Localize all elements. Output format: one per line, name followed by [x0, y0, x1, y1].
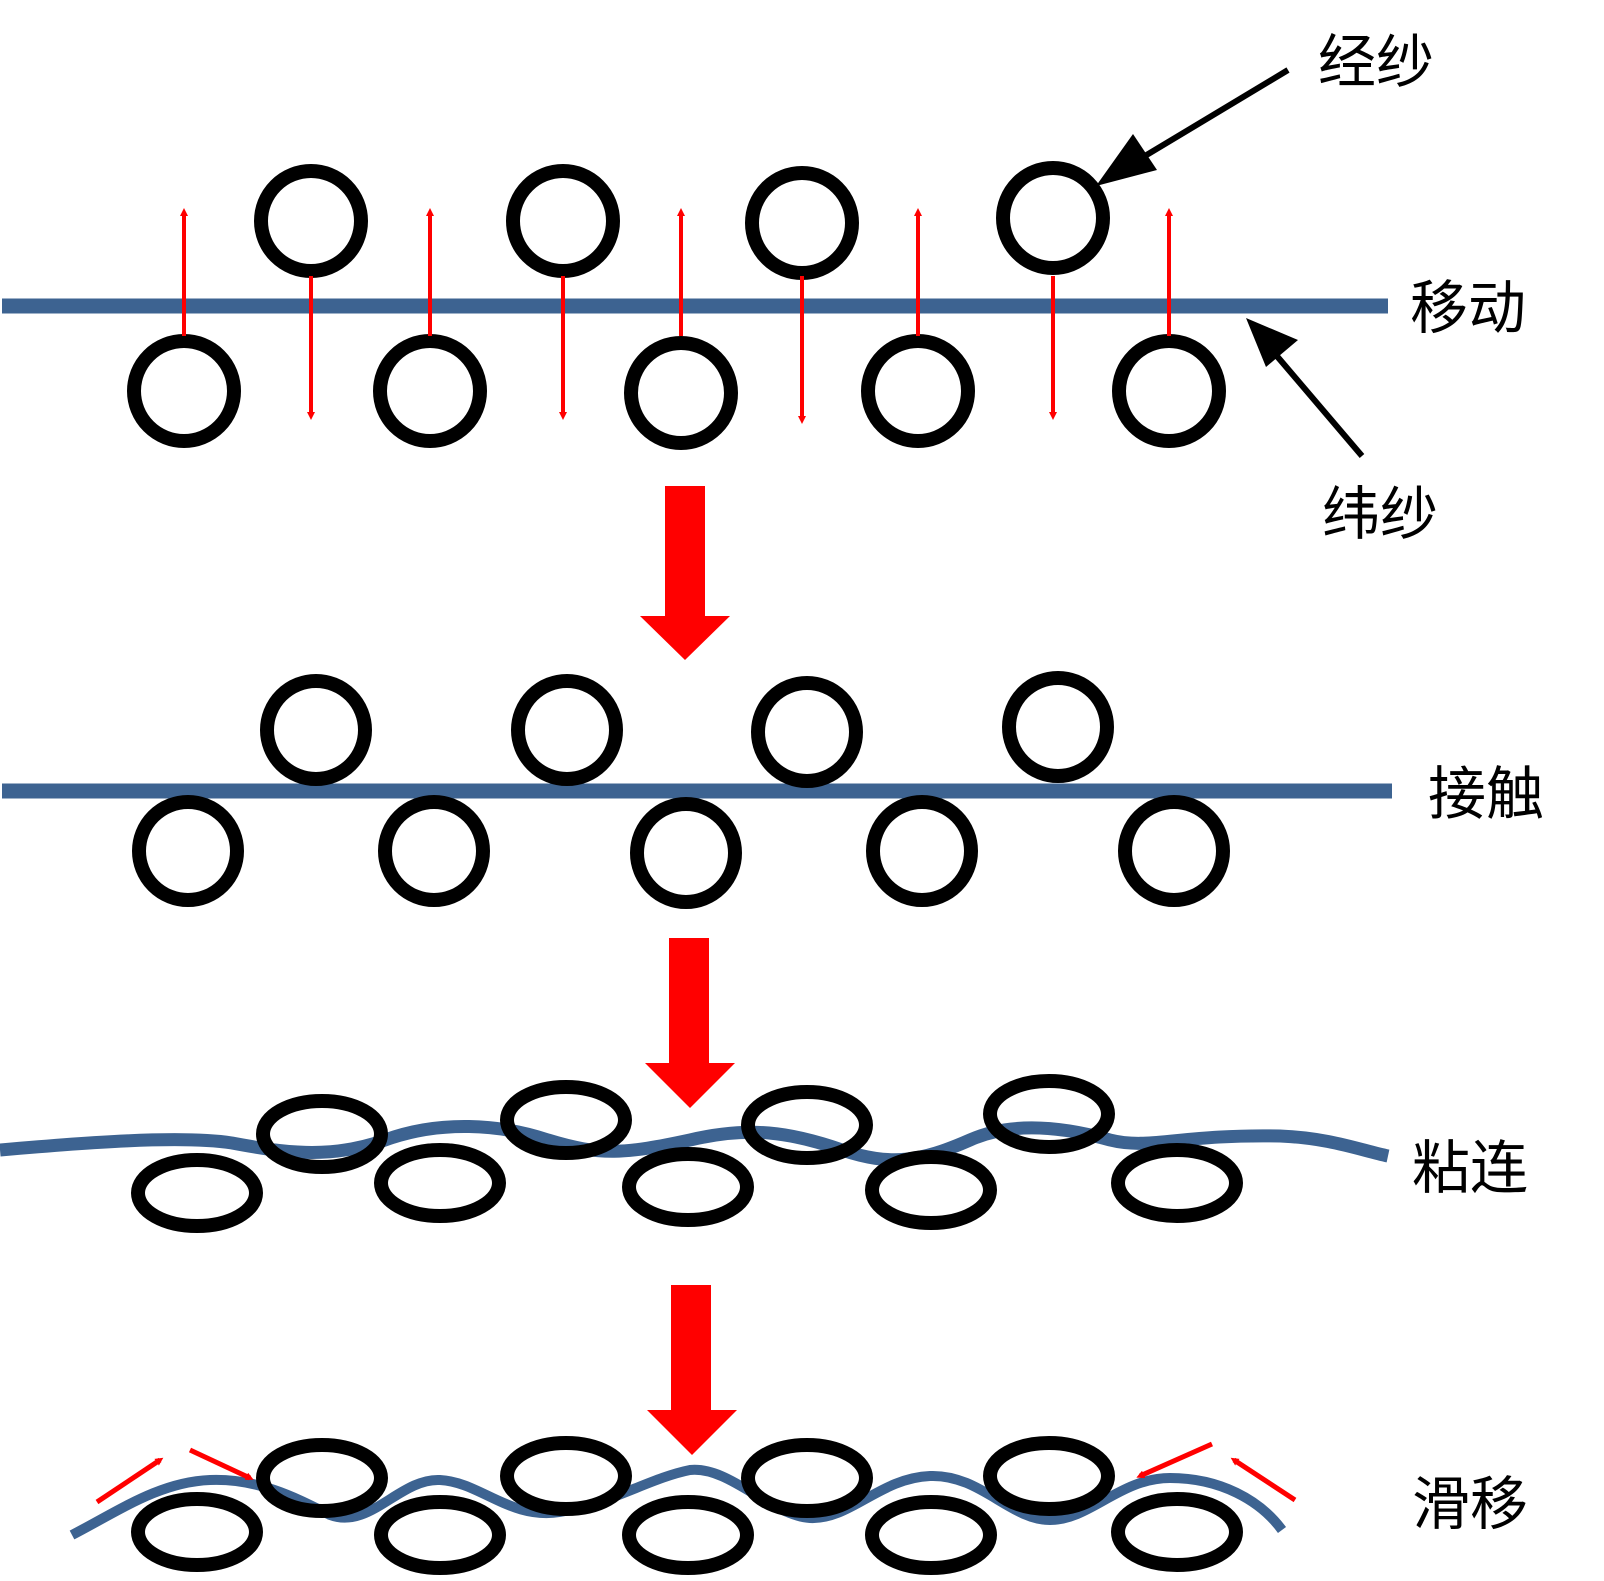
- warp-yarn: [511, 674, 623, 786]
- warp-yarn: [622, 1147, 754, 1227]
- warp-yarns-lower-move: [127, 334, 1226, 450]
- slip-arrow: [188, 1447, 254, 1481]
- stage-adhesion: 粘连: [0, 1074, 1528, 1233]
- warp-yarn: [254, 164, 368, 278]
- warp-yarn: [374, 1495, 506, 1575]
- warp-yarn: [866, 795, 978, 907]
- slip-arrow: [1230, 1457, 1297, 1503]
- stage-slip-label: 滑移: [1412, 1470, 1528, 1538]
- warp-yarn: [741, 1085, 873, 1165]
- warp-yarn: [131, 1492, 263, 1572]
- warp-yarn: [256, 1438, 388, 1518]
- warp-yarn: [506, 164, 620, 278]
- warp-yarn: [500, 1436, 632, 1516]
- warp-yarn: [373, 334, 487, 448]
- pointer-arrow-weft: [1246, 318, 1365, 458]
- warp-yarn: [1118, 795, 1230, 907]
- warp-yarn: [256, 1094, 388, 1174]
- motion-arrows-up: [180, 208, 1173, 336]
- warp-label: 经纱: [1318, 28, 1434, 96]
- warp-yarns-lower-contact: [132, 795, 1230, 909]
- warp-yarn: [1111, 1492, 1243, 1572]
- warp-yarn: [1002, 671, 1114, 783]
- warp-yarn: [983, 1074, 1115, 1154]
- warp-yarn: [622, 1495, 754, 1575]
- warp-yarns-lower-slip: [131, 1492, 1243, 1575]
- weft-label: 纬纱: [1322, 480, 1438, 548]
- warp-yarn: [741, 1438, 873, 1518]
- warp-yarn: [861, 334, 975, 448]
- warp-yarn: [865, 1150, 997, 1230]
- slip-arrows: [95, 1441, 1297, 1505]
- warp-yarn: [865, 1495, 997, 1575]
- motion-arrows-down: [307, 276, 1057, 424]
- warp-yarn: [378, 795, 490, 907]
- warp-yarn: [1112, 334, 1226, 448]
- stage-slip: 滑移: [69, 1436, 1528, 1575]
- warp-yarn: [132, 795, 244, 907]
- weft-line-slip: [69, 1464, 1287, 1540]
- warp-yarn: [260, 674, 372, 786]
- pointer-arrow-warp: [1096, 67, 1290, 186]
- slip-arrow: [1136, 1441, 1214, 1479]
- warp-yarn: [624, 336, 738, 450]
- transition-arrow: [645, 938, 735, 1108]
- stage-adhesion-label: 粘连: [1412, 1134, 1528, 1202]
- warp-yarn: [500, 1080, 632, 1160]
- warp-yarn: [983, 1436, 1115, 1516]
- warp-yarns-lower-adhesion: [131, 1143, 1243, 1233]
- slip-arrow: [95, 1457, 164, 1505]
- warp-yarns-upper-move: [254, 161, 1110, 280]
- warp-yarn: [1111, 1143, 1243, 1223]
- warp-yarn: [751, 676, 863, 788]
- warp-yarn: [374, 1143, 506, 1223]
- stage-move: 经纱 移动 纬纱: [2, 28, 1526, 548]
- transition-arrow: [647, 1285, 737, 1455]
- transition-arrow: [640, 486, 730, 660]
- stage-move-label: 移动: [1410, 274, 1526, 342]
- warp-yarns-upper-adhesion: [256, 1074, 1115, 1174]
- warp-yarn: [127, 334, 241, 448]
- stage-contact: 接触: [2, 671, 1544, 909]
- stage-contact-label: 接触: [1428, 760, 1544, 828]
- warp-yarn: [131, 1153, 263, 1233]
- warp-yarn: [745, 166, 859, 280]
- warp-yarns-upper-slip: [256, 1436, 1115, 1518]
- warp-yarn: [630, 797, 742, 909]
- warp-yarns-upper-contact: [260, 671, 1114, 788]
- warp-yarn: [996, 161, 1110, 275]
